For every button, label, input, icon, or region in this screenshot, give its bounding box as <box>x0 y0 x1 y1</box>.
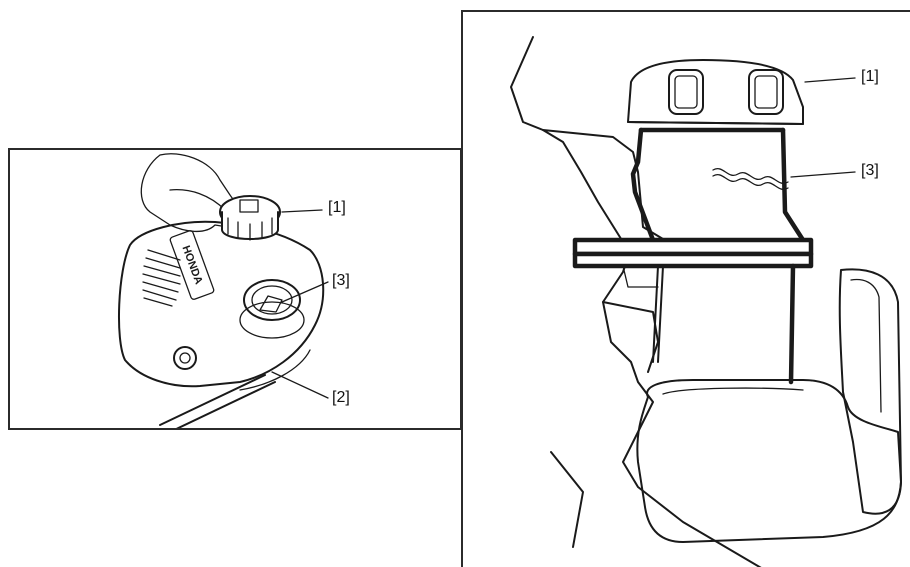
filler-neck-drawing <box>630 127 806 243</box>
filler-neck-drawing <box>243 279 301 321</box>
engine-grille-drawing <box>142 249 181 307</box>
fuel-tank-drawing <box>636 379 902 543</box>
left-figure-panel: HONDA [1] [3] [2] <box>8 148 462 430</box>
left-figure-drawing: HONDA <box>118 153 329 428</box>
brand-mark: HONDA <box>179 244 204 286</box>
tank-fender-drawing <box>838 268 902 515</box>
callout-label: [1] <box>328 199 346 216</box>
right-figure-drawing <box>510 36 902 567</box>
engine-housing-drawing <box>118 220 325 388</box>
engine-housing-drawing <box>510 36 762 567</box>
strainer-drawing <box>259 295 283 313</box>
callout-label: [3] <box>861 162 879 179</box>
callout-label: [3] <box>332 272 350 289</box>
callout-label: [1] <box>861 68 879 85</box>
fuel-cap-drawing <box>219 195 281 241</box>
right-figure-panel: [1] [3] <box>461 10 910 567</box>
neck-flange-drawing <box>572 237 814 269</box>
callout-label: [2] <box>332 389 350 406</box>
fuel-cap-drawing <box>627 59 804 125</box>
strainer-drawing <box>712 168 789 190</box>
shaft-drawing <box>159 374 276 428</box>
